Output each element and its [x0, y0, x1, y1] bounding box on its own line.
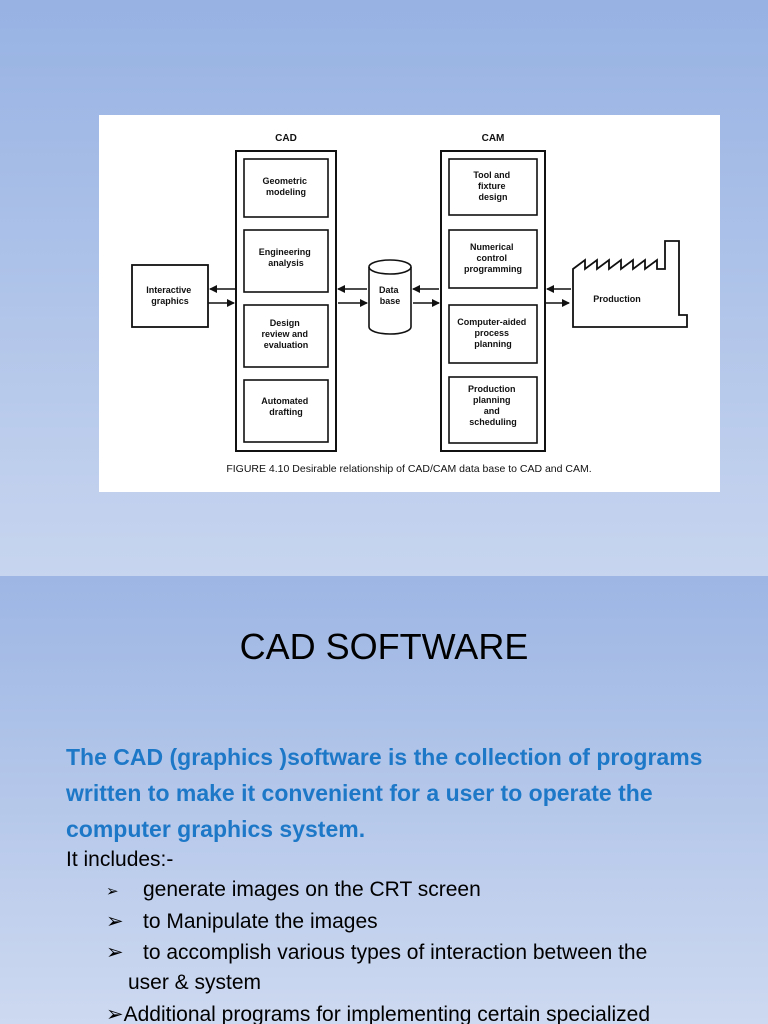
- interactive-graphics-box: [131, 264, 209, 328]
- cam-box-production-planning-label: Production planning and scheduling: [468, 384, 518, 427]
- bullet-item: ➢to Manipulate the images: [106, 910, 378, 933]
- bullet-item-continuation: user & system: [128, 971, 262, 994]
- cad-column: [235, 150, 337, 452]
- cam-box-production-planning: [448, 376, 538, 444]
- cam-box-numerical-control: [448, 229, 538, 289]
- cad-box-design-review: [243, 304, 329, 368]
- bullet-arrow-icon: ➢: [106, 941, 124, 964]
- figure-caption: FIGURE 4.10 Desirable relationship of CA…: [226, 463, 591, 475]
- cam-box-tool-fixture: [448, 158, 538, 216]
- cam-box-process-planning-label: Computer-aided process planning: [457, 317, 529, 349]
- bullet-arrow-icon: ➢: [106, 883, 119, 900]
- cad-cam-diagram: CAD Geometric modeling Engineering analy…: [131, 133, 688, 475]
- slide-cad-cam-diagram: CAD Geometric modeling Engineering analy…: [0, 0, 768, 576]
- cam-box-tool-fixture-label: Tool and fixture design: [473, 170, 512, 202]
- cad-box-engineering-analysis-label: Engineering analysis: [259, 247, 314, 268]
- connector-arrows: [208, 285, 571, 307]
- bullet-item: ➢Additional programs for implementing ce…: [106, 1003, 651, 1024]
- cam-box-numerical-control-label: Numerical control programming: [464, 242, 522, 274]
- includes-label: It includes:-: [66, 848, 174, 871]
- cad-box-engineering-analysis: [243, 229, 329, 293]
- production-label: Production: [593, 294, 641, 304]
- bullet-item: ➢to accomplish various types of interact…: [106, 941, 648, 964]
- factory-icon: [572, 240, 688, 328]
- cam-box-process-planning: [448, 304, 538, 364]
- cad-cam-figure: CAD Geometric modeling Engineering analy…: [99, 115, 720, 492]
- cam-header: CAM: [482, 133, 505, 144]
- cad-box-design-review-label: Design review and evaluation: [261, 318, 310, 350]
- interactive-graphics-label: Interactive graphics: [146, 285, 194, 306]
- bullet-arrow-icon: ➢: [106, 910, 124, 933]
- slide-title: CAD SOFTWARE: [239, 626, 529, 667]
- cad-box-geometric-modeling: [243, 158, 329, 218]
- bullet-item: ➢generate images on the CRT screen: [106, 878, 481, 901]
- cad-box-geometric-modeling-label: Geometric modeling: [262, 176, 309, 197]
- cad-box-automated-drafting-label: Automated drafting: [261, 396, 311, 417]
- cam-column: [440, 150, 546, 452]
- database-cylinder: [368, 259, 412, 335]
- cad-header: CAD: [275, 133, 297, 144]
- slide-cad-software: CAD SOFTWARE The CAD (graphics )software…: [0, 576, 768, 1024]
- bullet-arrow-icon: ➢: [106, 1003, 124, 1024]
- lead-paragraph: The CAD (graphics )software is the colle…: [66, 744, 703, 842]
- database-label: Data base: [379, 285, 401, 306]
- cad-box-automated-drafting: [243, 379, 329, 443]
